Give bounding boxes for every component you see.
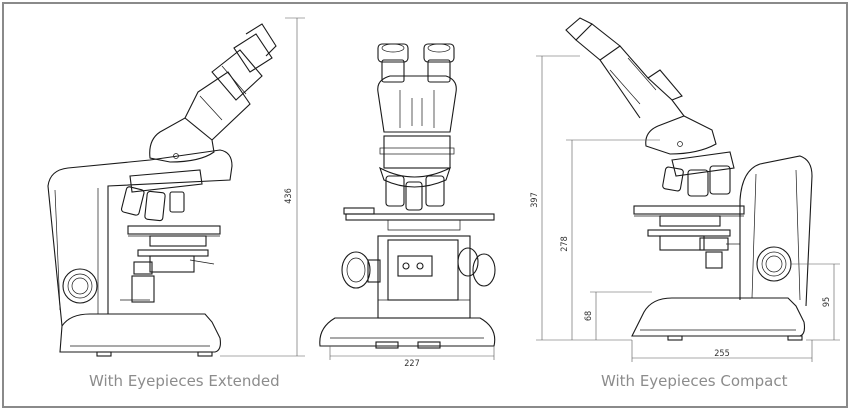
microscope-side-extended [47,23,277,357]
dimension-compact-depth: 255 [631,340,813,362]
dimension-compact-stage-height: 278 [560,139,660,340]
figure-frame [2,2,848,408]
dimension-compact-base-height: 68 [584,291,652,340]
dimension-label-227: 227 [404,359,419,369]
dimension-label-95: 95 [822,297,832,307]
dimension-label-278: 278 [560,236,570,251]
microscope-front-view [319,43,496,349]
dimension-label-436: 436 [284,188,294,203]
dimension-extended-height: 436 [220,17,305,357]
caption-extended: With Eyepieces Extended [89,372,280,390]
dimension-label-255: 255 [714,349,729,359]
dimension-compact-focus-height: 95 [790,263,840,341]
dimension-front-width: 227 [329,346,495,369]
microscope-side-compact [565,17,813,341]
caption-compact: With Eyepieces Compact [601,372,788,390]
dimension-compact-height: 397 [530,55,632,341]
dimension-label-68: 68 [584,311,594,321]
dimension-label-397: 397 [530,192,540,207]
